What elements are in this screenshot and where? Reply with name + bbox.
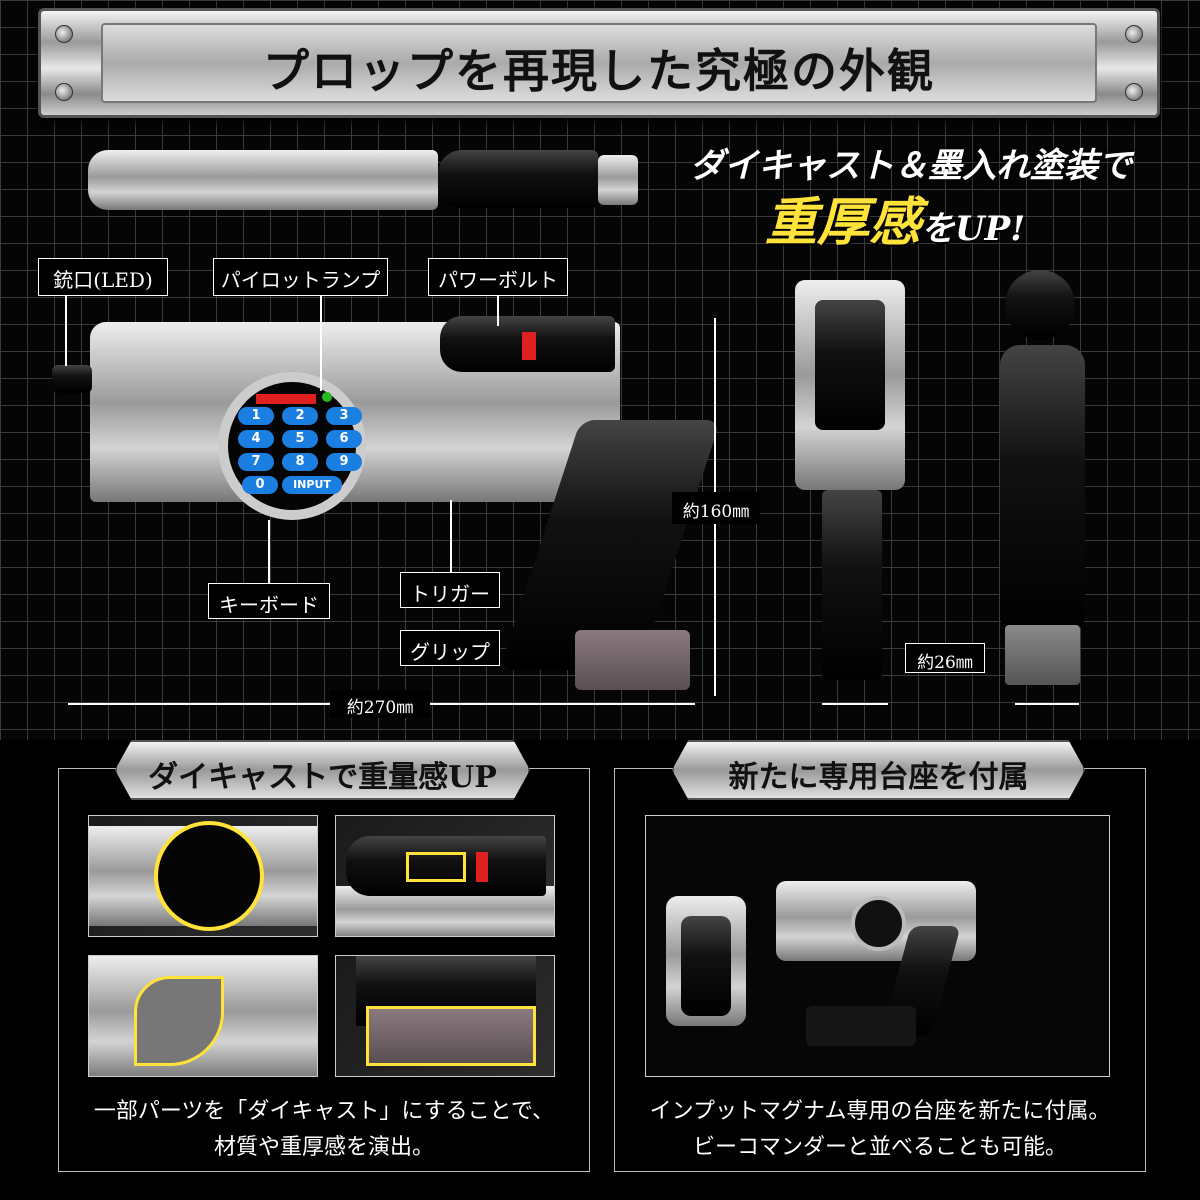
power-bolt-top <box>438 150 598 208</box>
bolt-icon <box>55 25 73 43</box>
device-on-stand-face <box>681 916 731 1016</box>
stand-heading: 新たに専用台座を付属 <box>672 740 1085 800</box>
display-stand <box>806 1006 916 1046</box>
label-keyboard: キーボード <box>208 583 330 619</box>
diecast-caption-line1: 一部パーツを「ダイキャスト」にすることで、 <box>93 1099 555 1124</box>
keypad-key: 4 <box>238 430 274 448</box>
closeup-keyboard-highlight <box>154 821 264 931</box>
keypad-key: 0 <box>242 476 278 494</box>
length-dimension: 約270㎜ <box>330 690 430 718</box>
keypad-key: 3 <box>326 407 362 425</box>
bolt-icon <box>55 83 73 101</box>
keypad-key: 6 <box>326 430 362 448</box>
stand-caption-line1: インプットマグナム専用の台座を新たに付属。 <box>649 1099 1111 1124</box>
gun-front-view-face <box>815 300 885 430</box>
width-dimension-line-front <box>822 703 888 705</box>
diecast-caption-line2: 材質や重厚感を演出。 <box>213 1135 434 1160</box>
tagline: ダイキャスト＆墨入れ塗装で <box>690 146 1132 186</box>
closeup-keyboard-image <box>88 815 318 937</box>
width-dimension: 約26㎜ <box>905 643 985 673</box>
label-pilot-lamp: パイロットランプ <box>213 258 388 296</box>
tagline-highlight: 重厚感をUP! <box>765 180 1025 255</box>
stand-caption: インプットマグナム専用の台座を新たに付属。ビーコマンダーと並べることも可能。 <box>614 1094 1146 1166</box>
gun-on-stand-keyboard <box>851 896 906 951</box>
pilot-lamp-bar <box>256 394 316 404</box>
closeup-power-bolt-highlight <box>406 852 466 882</box>
diecast-caption: 一部パーツを「ダイキャスト」にすることで、材質や重厚感を演出。 <box>58 1094 590 1166</box>
leader-line-trigger <box>450 500 452 572</box>
banner-inner-plate <box>101 23 1097 103</box>
leader-line-power-bolt <box>497 296 499 326</box>
height-dimension: 約160㎜ <box>672 492 760 524</box>
pilot-lamp <box>322 392 332 402</box>
stand-caption-line2: ビーコマンダーと並べることも可能。 <box>692 1135 1067 1160</box>
gun-front-view-grip <box>822 490 882 680</box>
closeup-grip-image <box>335 955 555 1077</box>
label-grip: グリップ <box>400 630 500 666</box>
leader-line-muzzle <box>65 296 67 366</box>
leader-line-pilot-lamp <box>320 296 322 391</box>
gun-top-view <box>88 150 438 210</box>
diecast-heading: ダイキャストで重量感UP <box>115 740 530 800</box>
grip-base <box>575 630 690 690</box>
width-dimension-line-rear <box>1015 703 1079 705</box>
closeup-power-bolt-image <box>335 815 555 937</box>
leader-line-keyboard <box>268 520 270 583</box>
gun-rear-view <box>1005 270 1075 340</box>
stand-image <box>645 815 1110 1077</box>
bolt-icon <box>1125 25 1143 43</box>
keypad-key: 2 <box>282 407 318 425</box>
gun-rear-view-base <box>1005 625 1080 685</box>
keypad-key: 7 <box>238 453 274 471</box>
keypad-key: 5 <box>282 430 318 448</box>
closeup-power-bolt <box>346 836 546 896</box>
gun-top-view-rear <box>598 155 638 205</box>
muzzle <box>52 365 92 393</box>
tagline-highlight-word: 重厚感 <box>765 192 922 253</box>
bolt-icon <box>1125 83 1143 101</box>
title-banner: プロップを再現した究極の外観 <box>38 8 1160 118</box>
closeup-trigger-image <box>88 955 318 1077</box>
label-trigger: トリガー <box>400 572 500 608</box>
page-title: プロップを再現した究極の外観 <box>263 44 935 98</box>
power-bolt-indicator <box>522 332 536 360</box>
tagline-suffix: をUP! <box>921 209 1026 249</box>
label-muzzle: 銃口(LED) <box>38 258 168 296</box>
keypad-key: INPUT <box>282 476 342 494</box>
gun-rear-view-grip <box>1000 345 1085 635</box>
keypad-key: 8 <box>282 453 318 471</box>
closeup-grip-base-highlight <box>366 1006 536 1066</box>
label-power-bolt: パワーボルト <box>428 258 568 296</box>
closeup-power-bolt-indicator <box>476 852 488 882</box>
keypad-key: 9 <box>326 453 362 471</box>
keypad-key: 1 <box>238 407 274 425</box>
